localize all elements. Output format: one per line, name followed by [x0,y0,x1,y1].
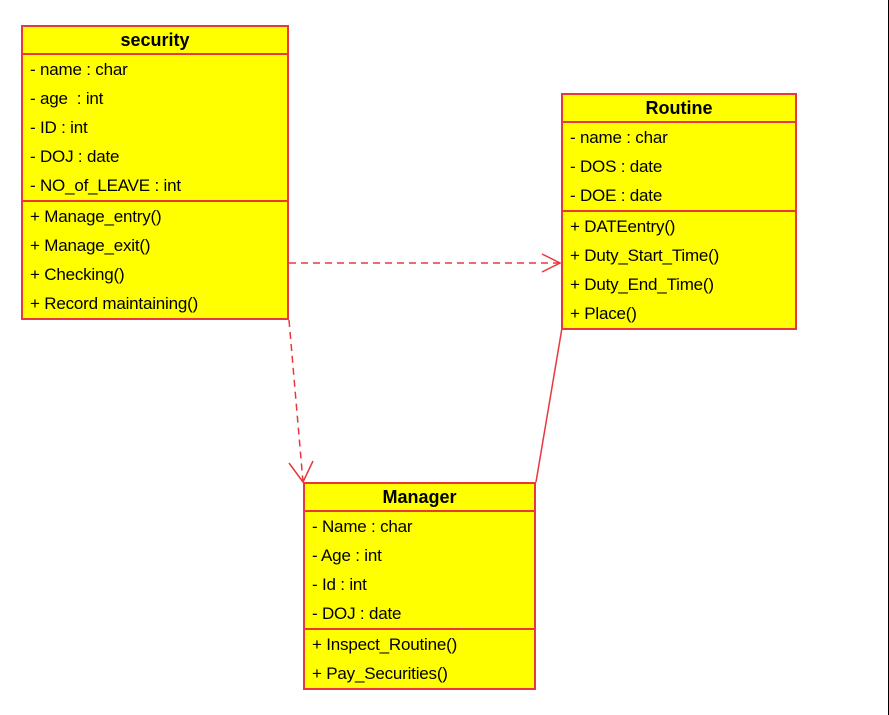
class-routine-operations: + DATEentry() + Duty_Start_Time() + Duty… [563,212,795,328]
class-attribute: - DOJ : date [312,604,402,623]
class-operation: + Record maintaining() [30,294,199,313]
class-attribute: - name : char [570,128,668,147]
class-operation: + Pay_Securities() [312,664,448,683]
class-manager[interactable]: Manager - Name : char - Age : int - Id :… [303,482,536,690]
association-routine-manager [535,327,563,483]
class-security-operations: + Manage_entry() + Manage_exit() + Check… [23,202,287,318]
class-operation: + Checking() [30,265,125,284]
class-operation: + Manage_exit() [30,236,151,255]
class-operation: + Duty_End_Time() [570,275,714,294]
class-operation: + Place() [570,304,637,323]
class-attribute: - Id : int [312,575,367,594]
class-manager-attributes: - Name : char - Age : int - Id : int - D… [305,512,534,630]
class-attribute: - name : char [30,60,128,79]
dependency-security-routine-arrowhead [541,253,562,273]
class-attribute: - DOE : date [570,186,663,205]
class-attribute: - ID : int [30,118,88,137]
class-manager-name: Manager [305,484,534,512]
class-operation: + Inspect_Routine() [312,635,458,654]
class-routine[interactable]: Routine - name : char - DOS : date - DOE… [561,93,797,330]
class-security[interactable]: security - name : char - age : int - ID … [21,25,289,320]
class-attribute: - age : int [30,89,104,108]
dependency-security-manager [288,319,304,483]
class-manager-operations: + Inspect_Routine() + Pay_Securities() [305,630,534,688]
class-attribute: - NO_of_LEAVE : int [30,176,181,195]
class-operation: + Manage_entry() [30,207,162,226]
class-attribute: - DOS : date [570,157,663,176]
class-operation: + DATEentry() [570,217,676,236]
class-routine-attributes: - name : char - DOS : date - DOE : date [563,123,795,212]
class-routine-name: Routine [563,95,795,123]
class-attribute: - DOJ : date [30,147,120,166]
class-attribute: - Age : int [312,546,382,565]
class-operation: + Duty_Start_Time() [570,246,720,265]
class-security-attributes: - name : char - age : int - ID : int - D… [23,55,287,202]
class-attribute: - Name : char [312,517,413,536]
class-security-name: security [23,27,287,55]
